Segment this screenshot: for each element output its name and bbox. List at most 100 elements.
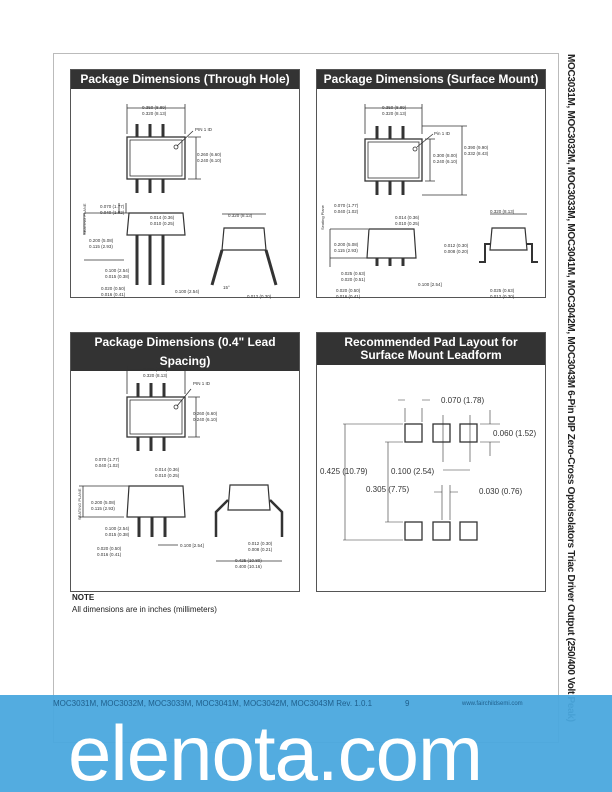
dim-label: 0.332 (8.43) [464,151,489,156]
dim-label: 0.020 (0.50) [336,288,361,293]
dim-label: 0.425 (10.79) [320,467,368,476]
dim-label: 0.100 (2.54) [175,289,200,294]
panel-title: Package Dimensions (Surface Mount) [317,70,545,89]
dim-label: 0.100 [2.54] [180,543,204,548]
dim-label: 0.020 (0.51) [341,277,366,282]
dim-label: 0.012 (0.30) [247,294,272,299]
lead-spacing-top-view [126,366,200,451]
surface-mount-side-view [329,228,417,267]
dim-label: 0.425 (10.80) [235,558,262,563]
note-heading: NOTE [72,593,95,602]
dim-label: 0.025 (0.63) [490,288,515,293]
dim-label: 0.115 (2.93) [91,506,115,511]
dim-label: 0.100 [2.54] [418,282,442,287]
dim-label: 0.200 (5.08) [89,238,114,243]
footer-page-number: 9 [405,699,410,708]
through-hole-end-view [210,213,278,286]
seating-plane-label: SEATING PLANE [77,488,82,521]
footer-url[interactable]: www.fairchildsemi.com [462,701,523,707]
dim-label: 0.115 (2.93) [334,248,358,253]
surface-mount-end-view [479,213,538,263]
pad-layout [404,423,478,541]
dim-label: 0.030 (0.76) [479,487,523,496]
lead-spacing-end-view [214,484,284,562]
dim-label: 0.115 (2.93) [89,244,113,249]
through-hole-top-view [126,104,201,193]
dim-label: 0.100 (2.54) [105,268,130,273]
watermark-band [0,695,612,792]
dim-label: 0.014 (0.36) [155,467,180,472]
panel-title: Package Dimensions (0.4" Lead Spacing) [71,333,299,371]
title-line: Recommended Pad Layout for [344,335,518,349]
dim-label: 0.320 (8.13) [142,111,167,116]
dim-label: 0.320 (8.13) [228,213,253,218]
dim-label: 0.300 (8.00) [433,153,458,158]
dim-label: 0.010 (0.25) [395,221,420,226]
dim-label: 0.015 (0.38) [105,274,130,279]
dim-label: 0.350 (8.89) [142,105,167,110]
title-line: Surface Mount Leadform [360,348,502,362]
angle-label: 15° [223,285,230,290]
pin1-id-label: PIN 1 ID [195,127,213,132]
pin1-id-label: Pin 1 ID [434,131,451,136]
dim-label: 0.040 (1.02) [100,210,125,215]
dim-label: 0.390 (9.90) [464,145,489,150]
dim-label: 0.240 (6.10) [433,159,458,164]
dim-label: 0.200 (5.08) [334,242,359,247]
dim-label: 0.025 (0.63) [341,271,366,276]
dim-label: 0.260 (6.60) [197,152,222,157]
dim-label: 0.240 (6.10) [193,417,218,422]
dim-label: 0.320 (8.13) [143,373,168,378]
dim-label: 0.016 (0.41) [336,294,361,299]
dim-label: 0.014 (0.36) [150,215,175,220]
dim-label: 0.350 (8.89) [382,105,407,110]
pad-dimension-lines [343,399,500,541]
dim-label: 0.020 (0.50) [97,546,122,551]
dim-label: 0.320 (8.13) [490,209,515,214]
dim-label: 0.016 (0.41) [101,292,126,297]
dim-label: 0.012 (0.30) [490,294,515,299]
seating-plane-label: SEATING PLANE [82,203,87,236]
dim-label: 0.008 (0.20) [444,249,469,254]
pin1-id-label: PIN 1 ID [193,381,211,386]
dim-label: 0.060 (1.52) [493,429,537,438]
footer-part-rev: MOC3031M, MOC3032M, MOC3033M, MOC3041M, … [53,699,373,708]
dim-label: 0.070 (1.78) [441,396,485,405]
dim-label: 0.070 (1.77) [100,204,125,209]
surface-mount-top-view [364,104,467,196]
dim-label: 0.200 (5.08) [91,500,116,505]
dim-label: 0.012 (0.30) [248,541,273,546]
dim-label: 0.010 (0.25) [155,473,180,478]
dim-label: 0.010 (0.25) [150,221,175,226]
dim-label: 0.020 (0.50) [101,286,126,291]
dim-label: 0.100 (2.54) [105,526,130,531]
dim-label: 0.320 (8.13) [382,111,407,116]
dim-label: 0.040 (1.02) [334,209,359,214]
dim-label: 0.015 (0.38) [105,532,130,537]
dim-label: 0.040 (1.02) [95,463,120,468]
lead-spacing-side-view [79,485,186,546]
dim-label: 0.070 (1.77) [95,457,120,462]
dim-label: 0.012 (0.30) [444,243,469,248]
seating-plane-label: Seating Plane [320,205,325,230]
dim-label: 0.350 (8.89) [143,367,168,372]
dim-label: 0.014 (0.36) [395,215,420,220]
dim-label: 0.260 (6.60) [193,411,218,416]
dim-label: 0.240 (6.10) [197,158,222,163]
through-hole-side-view [83,203,186,285]
dim-label: 0.100 (2.54) [391,467,435,476]
note-text: All dimensions are in inches (millimeter… [72,605,217,614]
panel-surface-mount: Package Dimensions (Surface Mount) [316,69,546,298]
dim-label: 0.008 (0.21) [248,547,273,552]
side-title: MOC3031M, MOC3032M, MOC3033M, MOC3041M, … [565,54,576,722]
dim-label: 0.305 (7.75) [366,485,410,494]
panel-title: Package Dimensions (Through Hole) [71,70,299,89]
dim-label: 0.016 (0.41) [97,552,122,557]
dim-label: 0.070 (1.77) [334,203,359,208]
watermark-text: elenota.com [68,709,483,792]
dim-label: 0.400 (10.16) [235,564,262,569]
